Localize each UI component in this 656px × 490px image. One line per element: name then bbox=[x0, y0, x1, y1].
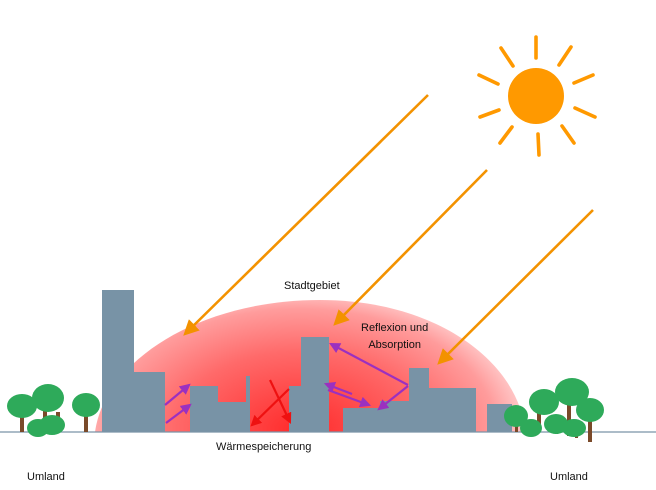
sun-icon bbox=[477, 35, 597, 157]
surroundings-label-left: Umland bbox=[27, 471, 65, 483]
building-icon bbox=[190, 376, 250, 432]
reflection-label-line2: Absorption bbox=[368, 339, 421, 351]
tree-icon bbox=[544, 414, 568, 434]
building-icon bbox=[289, 337, 329, 432]
buildings bbox=[102, 290, 512, 432]
arrow-icon bbox=[323, 382, 353, 396]
tree-icon bbox=[576, 398, 604, 442]
arrow-icon bbox=[250, 388, 290, 427]
tree-icon bbox=[7, 394, 37, 432]
arrow-icon bbox=[333, 169, 488, 326]
building-icon bbox=[102, 290, 165, 432]
heat-storage-arrows bbox=[250, 379, 292, 427]
reflection-arrows bbox=[164, 342, 409, 424]
arrow-icon bbox=[437, 209, 594, 365]
arrow-icon bbox=[183, 94, 429, 336]
arrow-icon bbox=[164, 383, 191, 406]
tree-icon bbox=[504, 405, 528, 432]
arrow-icon bbox=[269, 379, 292, 424]
city-area-label: Stadtgebiet bbox=[284, 280, 340, 292]
reflection-absorption-label: Reflexion und Absorption bbox=[361, 320, 428, 354]
arrow-icon bbox=[329, 342, 409, 386]
surroundings-label-right: Umland bbox=[550, 471, 588, 483]
tree-icon bbox=[529, 389, 559, 432]
heat-storage-label: Wärmespeicherung bbox=[216, 441, 312, 453]
arrow-icon bbox=[377, 385, 409, 411]
trees-left bbox=[7, 384, 100, 437]
tree-icon bbox=[32, 384, 64, 432]
tree-icon bbox=[520, 419, 542, 437]
tree-icon bbox=[562, 419, 586, 438]
tree-icon bbox=[27, 419, 49, 437]
arrow-icon bbox=[327, 388, 372, 408]
trees-right bbox=[504, 378, 604, 442]
sunlight-arrows bbox=[183, 94, 594, 365]
building-icon bbox=[343, 368, 476, 432]
tree-icon bbox=[72, 393, 100, 432]
reflection-label-line1: Reflexion und bbox=[361, 322, 429, 334]
arrow-icon bbox=[165, 403, 192, 424]
tree-icon bbox=[555, 378, 589, 436]
